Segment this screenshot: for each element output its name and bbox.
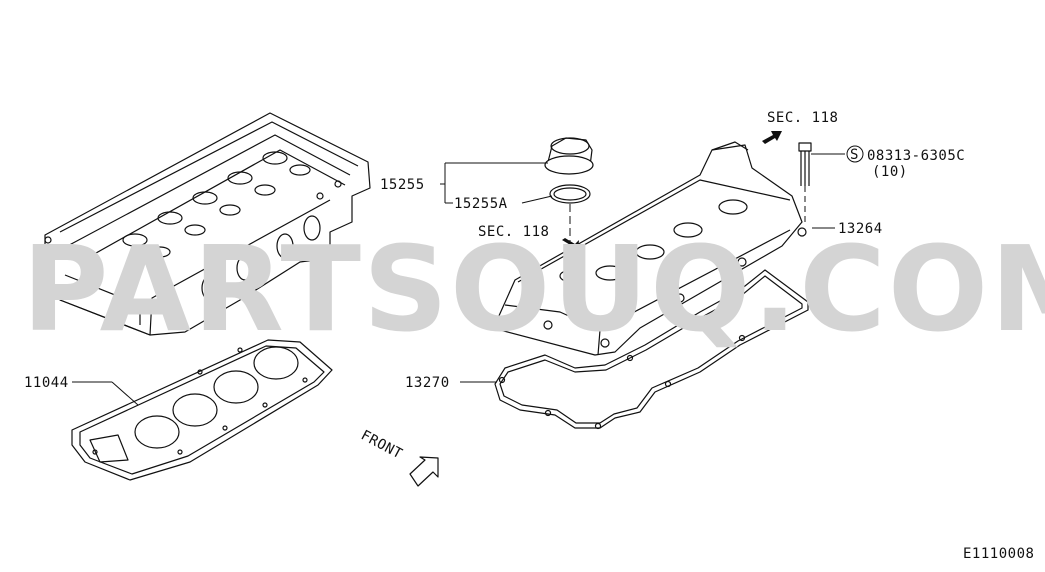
diagram-code: E1110008 (963, 546, 1034, 562)
sec118-top-arrow-icon (762, 131, 782, 144)
label-sec118-mid: SEC. 118 (478, 224, 549, 240)
label-bolt-part-number: 08313-6305C (867, 148, 965, 164)
bolt-illustration (798, 142, 812, 222)
label-13270: 13270 (405, 375, 450, 391)
label-sec118-top: SEC. 118 (767, 110, 838, 126)
label-15255A: 15255A (454, 196, 508, 212)
head-gasket-illustration (71, 339, 333, 481)
label-bolt-symbol: S (850, 147, 859, 163)
watermark-text: PARTSOUQ.COM (22, 220, 1045, 358)
cylinder-head-illustration (44, 112, 371, 336)
o-ring-illustration (549, 184, 591, 204)
label-13264: 13264 (838, 221, 883, 237)
label-11044: 11044 (24, 375, 69, 391)
label-15255: 15255 (380, 177, 425, 193)
sec118-mid-arrow-icon (562, 238, 579, 251)
rocker-cover-illustration (497, 141, 807, 356)
rocker-gasket-illustration (494, 269, 809, 430)
front-direction-arrow-icon (409, 456, 439, 487)
oil-filler-cap-illustration (544, 137, 594, 175)
label-bolt-quantity: (10) (872, 164, 908, 180)
bolt-spec-symbol: S (846, 145, 864, 163)
label-front: FRONT (358, 427, 405, 462)
leader-lines (72, 153, 845, 406)
